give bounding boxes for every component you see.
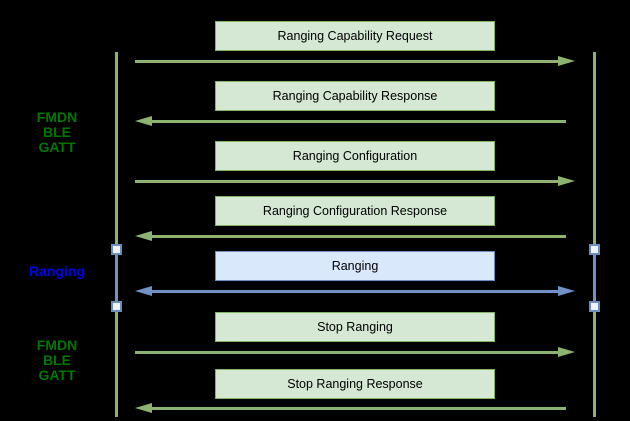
section-label-ranging: Ranging — [12, 264, 102, 279]
lifeline-segment — [593, 52, 596, 244]
arrowhead-left-icon — [135, 230, 152, 241]
message-box: Ranging Capability Response — [215, 81, 495, 111]
message-label: Ranging Configuration Response — [262, 204, 448, 218]
arrowhead-left-icon — [135, 402, 152, 413]
activation-node — [589, 244, 600, 255]
message-box: Stop Ranging Response — [215, 369, 495, 399]
arrow-line — [151, 119, 566, 123]
lifeline-segment — [115, 312, 118, 417]
message-label: Ranging Capability Response — [272, 89, 438, 103]
lifeline-segment — [115, 52, 118, 244]
lifeline-segment — [593, 312, 596, 417]
message-label: Stop Ranging Response — [287, 377, 423, 391]
message-box: Ranging — [215, 251, 495, 281]
message-label: Ranging — [331, 259, 379, 273]
message-box: Ranging Capability Request — [215, 21, 495, 51]
arrow-line — [135, 350, 559, 354]
activation-node — [111, 244, 122, 255]
arrowhead-left-icon — [135, 115, 152, 126]
section-label-line: GATT — [38, 367, 76, 383]
activation-node — [111, 301, 122, 312]
message-label: Ranging Configuration — [292, 149, 418, 163]
activation-node — [589, 301, 600, 312]
message-box: Ranging Configuration — [215, 141, 495, 171]
section-label-line: FMDN — [36, 337, 78, 353]
message-box: Ranging Configuration Response — [215, 196, 495, 226]
message-box: Stop Ranging — [215, 312, 495, 342]
section-label-line: BLE — [43, 352, 71, 368]
activation-segment — [593, 255, 596, 301]
section-label-line: Ranging — [29, 263, 85, 279]
arrowhead-right-icon — [558, 55, 575, 66]
arrow-line — [151, 289, 559, 293]
activation-segment — [115, 255, 118, 301]
section-label-line: BLE — [43, 124, 71, 140]
message-label: Stop Ranging — [317, 320, 393, 334]
arrowhead-right-icon — [558, 175, 575, 186]
arrowhead-right-icon — [558, 346, 575, 357]
arrow-line — [151, 406, 566, 410]
arrowhead-left-icon — [135, 285, 152, 296]
arrowhead-right-icon — [558, 285, 575, 296]
arrow-line — [135, 59, 559, 63]
section-label-line: FMDN — [36, 109, 78, 125]
section-label-line: GATT — [38, 139, 76, 155]
arrow-line — [151, 234, 566, 238]
arrow-line — [135, 179, 559, 183]
message-label: Ranging Capability Request — [277, 29, 433, 43]
